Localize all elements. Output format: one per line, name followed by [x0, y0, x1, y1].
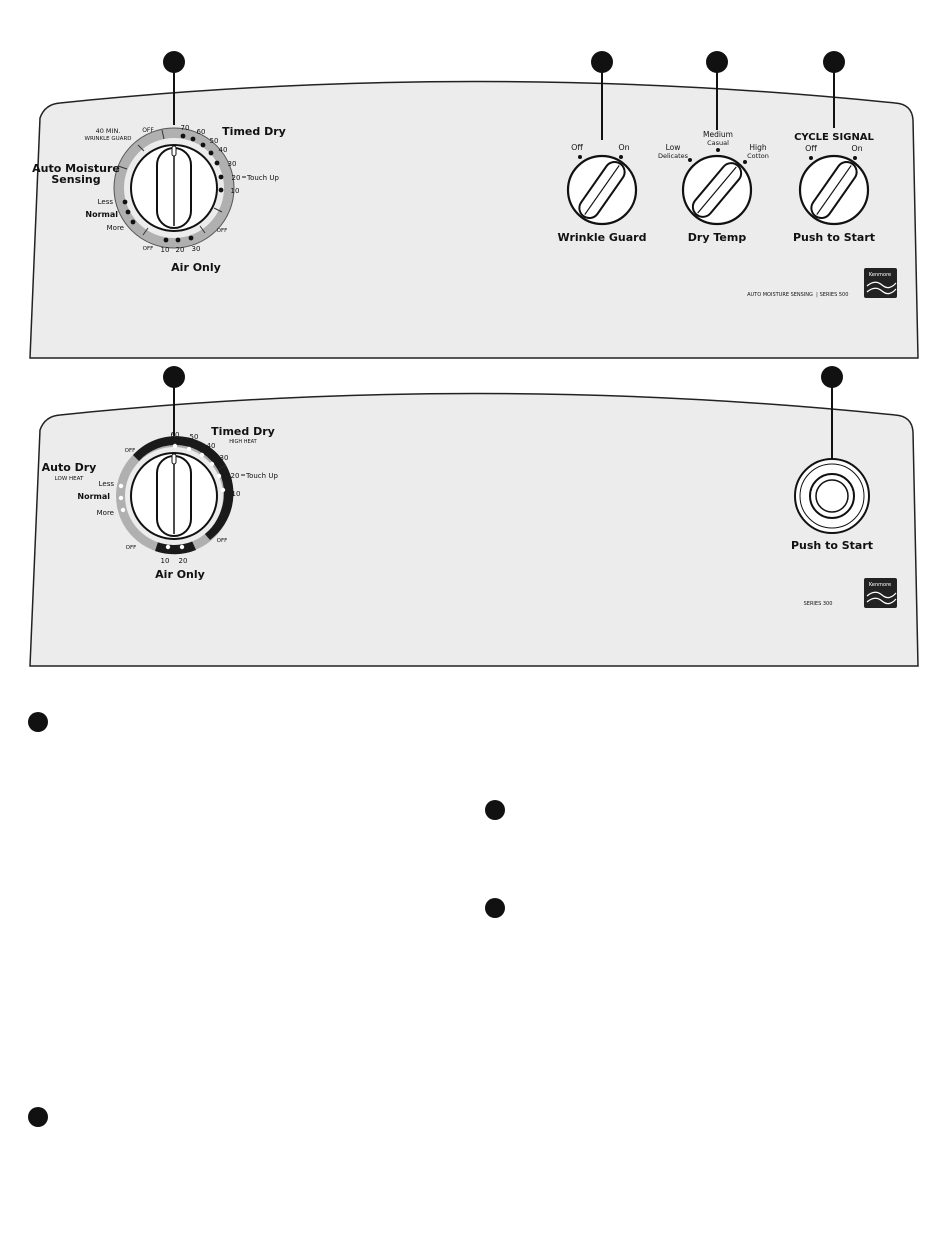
label-20-300: 20	[231, 472, 240, 480]
label-60-300: 60	[171, 431, 180, 439]
label-10-300: 10	[232, 490, 241, 498]
wrinkle-guard-label: Wrinkle Guard	[558, 231, 647, 244]
dry-temp-knob[interactable]	[681, 148, 753, 226]
label-50: 50	[210, 137, 219, 145]
dry-temp-cotton: Cotton	[747, 152, 769, 160]
legend-bullet-2	[485, 800, 505, 820]
label-low-heat: LOW HEAT	[55, 476, 84, 482]
svg-text:Kenmore: Kenmore	[869, 582, 891, 588]
label-air-only-300: Air Only	[155, 568, 205, 581]
label-auto-dry: Auto Dry	[42, 461, 97, 474]
label-50-300: 50	[190, 433, 199, 441]
svg-text:Kenmore: Kenmore	[869, 272, 891, 278]
label-air-only: Air Only	[171, 261, 221, 274]
label-touch-up: Touch Up	[246, 174, 279, 182]
series-300-text: SERIES 300	[804, 601, 833, 607]
label-20: 20	[232, 174, 241, 182]
cycle-signal-knob[interactable]	[798, 154, 870, 226]
push-to-start-button[interactable]	[794, 458, 870, 534]
legend-bullet-4	[28, 1107, 48, 1127]
dry-temp-low: Low	[666, 143, 681, 152]
label-less: Less	[98, 198, 114, 206]
panel-500-outline	[29, 80, 919, 359]
label-less-300: Less	[99, 480, 115, 488]
label-30: 30	[228, 160, 237, 168]
label-timed-dry: Timed Dry	[222, 125, 286, 138]
kenmore-logo-500: Kenmore	[864, 268, 897, 298]
legend-bullet-3	[485, 898, 505, 918]
label-air-10: 10	[161, 246, 170, 254]
label-off-br-300: OFF	[217, 538, 228, 544]
series-500-text: SERIES 500	[820, 292, 849, 298]
dry-temp-delicates: Delicates	[658, 152, 689, 160]
panel-300-outline	[29, 392, 919, 667]
label-40min: 40 MIN.	[96, 127, 121, 135]
label-60: 60	[197, 128, 206, 136]
label-air-10-300: 10	[161, 557, 170, 565]
dry-temp-label: Dry Temp	[688, 231, 747, 244]
push-to-start-label-500: Push to Start	[793, 231, 875, 244]
label-off-bottom-left: OFF	[143, 246, 154, 252]
cycle-signal-off: Off	[805, 144, 817, 153]
label-70: 70	[181, 124, 190, 132]
label-air-30: 30	[192, 245, 201, 253]
label-wrinkle-guard-small: WRINKLE GUARD	[85, 136, 132, 142]
kenmore-logo-300: Kenmore	[864, 578, 897, 608]
label-off-top: OFF	[142, 127, 154, 134]
label-sensing: Sensing	[51, 173, 100, 186]
cycle-signal-title: CYCLE SIGNAL	[794, 132, 874, 143]
legend-bullet-1	[28, 712, 48, 732]
label-off-bottom-right: OFF	[217, 228, 228, 234]
label-normal-300: Normal	[77, 492, 110, 501]
dry-temp-casual: Casual	[707, 139, 729, 147]
dry-temp-high: High	[749, 143, 766, 152]
label-touch-up-300: Touch Up	[245, 472, 278, 480]
model-text: AUTO MOISTURE SENSING	[747, 292, 813, 298]
label-air-20-300: 20	[179, 557, 188, 565]
label-more: More	[107, 224, 124, 232]
model-separator: |	[816, 292, 818, 298]
dry-temp-medium: Medium	[703, 130, 733, 139]
label-high-heat: HIGH HEAT	[229, 439, 257, 445]
cycle-signal-on: On	[851, 144, 862, 153]
label-40-300: 40	[207, 442, 216, 450]
callout-1-lower	[163, 366, 185, 436]
cycle-dial-500[interactable]	[113, 127, 235, 249]
cycle-dial-300[interactable]	[116, 436, 234, 555]
label-30-300: 30	[220, 454, 229, 462]
label-timed-dry-300: Timed Dry	[211, 425, 275, 438]
label-normal: Normal	[85, 210, 118, 219]
label-40: 40	[219, 146, 228, 154]
callout-4	[823, 51, 845, 128]
wrinkle-guard-knob[interactable]	[566, 154, 638, 226]
callout-3	[706, 51, 728, 130]
label-off-bl-300: OFF	[126, 545, 137, 551]
wrinkle-guard-on: On	[618, 143, 629, 152]
callout-2	[591, 51, 613, 140]
label-auto-moisture: Auto Moisture	[32, 162, 120, 175]
label-10: 10	[231, 187, 240, 195]
push-to-start-label-300: Push to Start	[791, 539, 873, 552]
label-air-20: 20	[176, 246, 185, 254]
callout-1	[163, 51, 185, 125]
wrinkle-guard-off: Off	[571, 143, 583, 152]
label-off-top-300: OFF	[125, 448, 136, 454]
callout-4-lower	[821, 366, 843, 460]
label-more-300: More	[97, 509, 114, 517]
